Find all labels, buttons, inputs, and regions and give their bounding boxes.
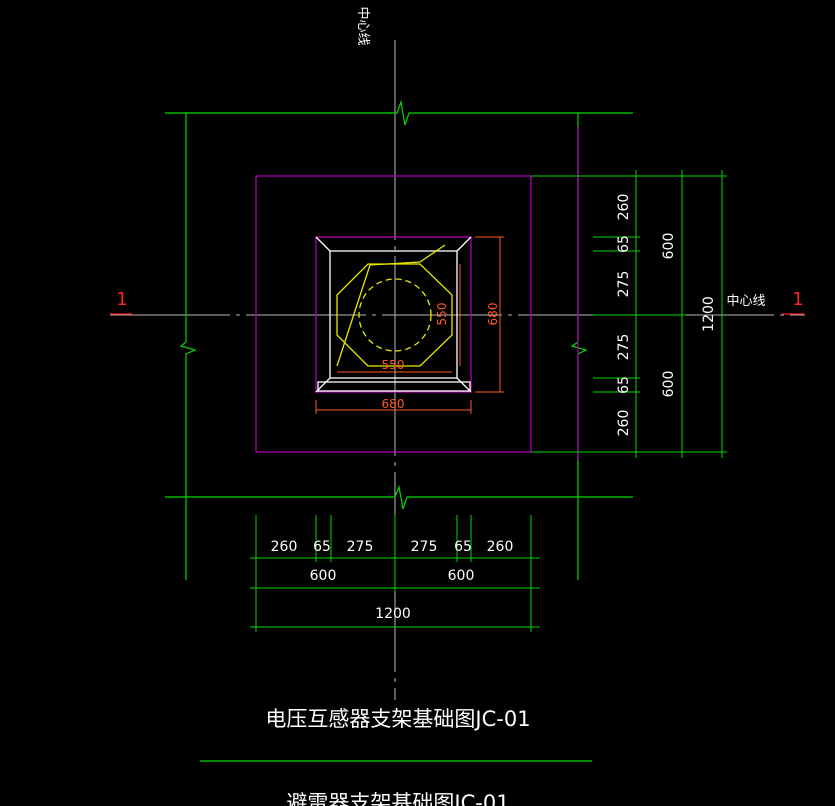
bottom-dim-1200: 1200: [375, 606, 411, 622]
right-dim-260-top: 260: [616, 194, 632, 221]
anchor-circle: [358, 278, 432, 352]
bottom-dim-65-left: 65: [313, 539, 331, 555]
right-dimension-chain: [531, 170, 727, 458]
pedestal-outline: [315, 236, 472, 393]
section-mark-right: 1: [792, 289, 803, 310]
right-dim-65-top: 65: [616, 235, 632, 253]
center-line-label-top: 中心线: [355, 6, 370, 45]
left-break-line: [179, 113, 197, 580]
chamfer-bl: [315, 377, 331, 393]
pedestal-top: [329, 250, 458, 379]
right-break-line: [570, 113, 588, 580]
top-break-line: [165, 99, 633, 126]
right-dim-275-bottom: 275: [616, 334, 632, 361]
outer-footing: [255, 175, 532, 453]
dim-680-h-text: 680: [382, 397, 405, 411]
bottom-dim-texts: 260 65 275 275 65 260 600 600 1200: [271, 539, 514, 622]
chamfer-br: [456, 377, 472, 393]
bottom-dim-65-right: 65: [454, 539, 472, 555]
inner-dim-texts: 680 680 550 550: [382, 303, 500, 411]
right-dim-600-top: 600: [661, 233, 677, 260]
bottom-dim-260-right: 260: [487, 539, 514, 555]
right-dim-275-top: 275: [616, 271, 632, 298]
center-line-label-right: 中心线: [726, 294, 765, 309]
bottom-dim-600-left: 600: [310, 568, 337, 584]
section-mark-left: 1: [116, 289, 127, 310]
anchor-detail: [336, 244, 453, 367]
pedestal-bottom-bar: [317, 381, 471, 392]
right-dim-600-bottom: 600: [661, 371, 677, 398]
drawing-title: 电压互感器支架基础图JC-01: [265, 707, 530, 731]
right-dim-65-bottom: 65: [616, 376, 632, 394]
footing-outline: [255, 127, 579, 460]
inner-dimensions: [315, 236, 504, 414]
dim-550-v-text: 550: [435, 303, 449, 326]
octagon-plate: [336, 263, 453, 367]
right-dim-1200: 1200: [701, 296, 717, 332]
chamfer-tr: [456, 236, 472, 252]
bottom-dim-260-left: 260: [271, 539, 298, 555]
section-marks: 1 1: [110, 289, 804, 315]
break-lines: [165, 99, 633, 580]
bottom-dim-600-right: 600: [448, 568, 475, 584]
bottom-break-line: [165, 484, 633, 510]
dim-550-h-text: 550: [382, 358, 405, 372]
right-dim-texts: 260 65 275 275 65 260 600 600 1200: [616, 194, 717, 437]
bottom-dim-275-right: 275: [411, 539, 438, 555]
chamfer-tl: [315, 236, 331, 252]
bottom-dimension-chain: [250, 515, 540, 632]
right-dim-260-bottom: 260: [616, 410, 632, 437]
anchor-leader: [336, 244, 446, 367]
pedestal-detail: [315, 236, 472, 393]
bottom-dim-275-left: 275: [347, 539, 374, 555]
drawing-title-partial: 避雷器支架基础图JC-01: [286, 791, 509, 806]
dim-680-v-text: 680: [486, 303, 500, 326]
